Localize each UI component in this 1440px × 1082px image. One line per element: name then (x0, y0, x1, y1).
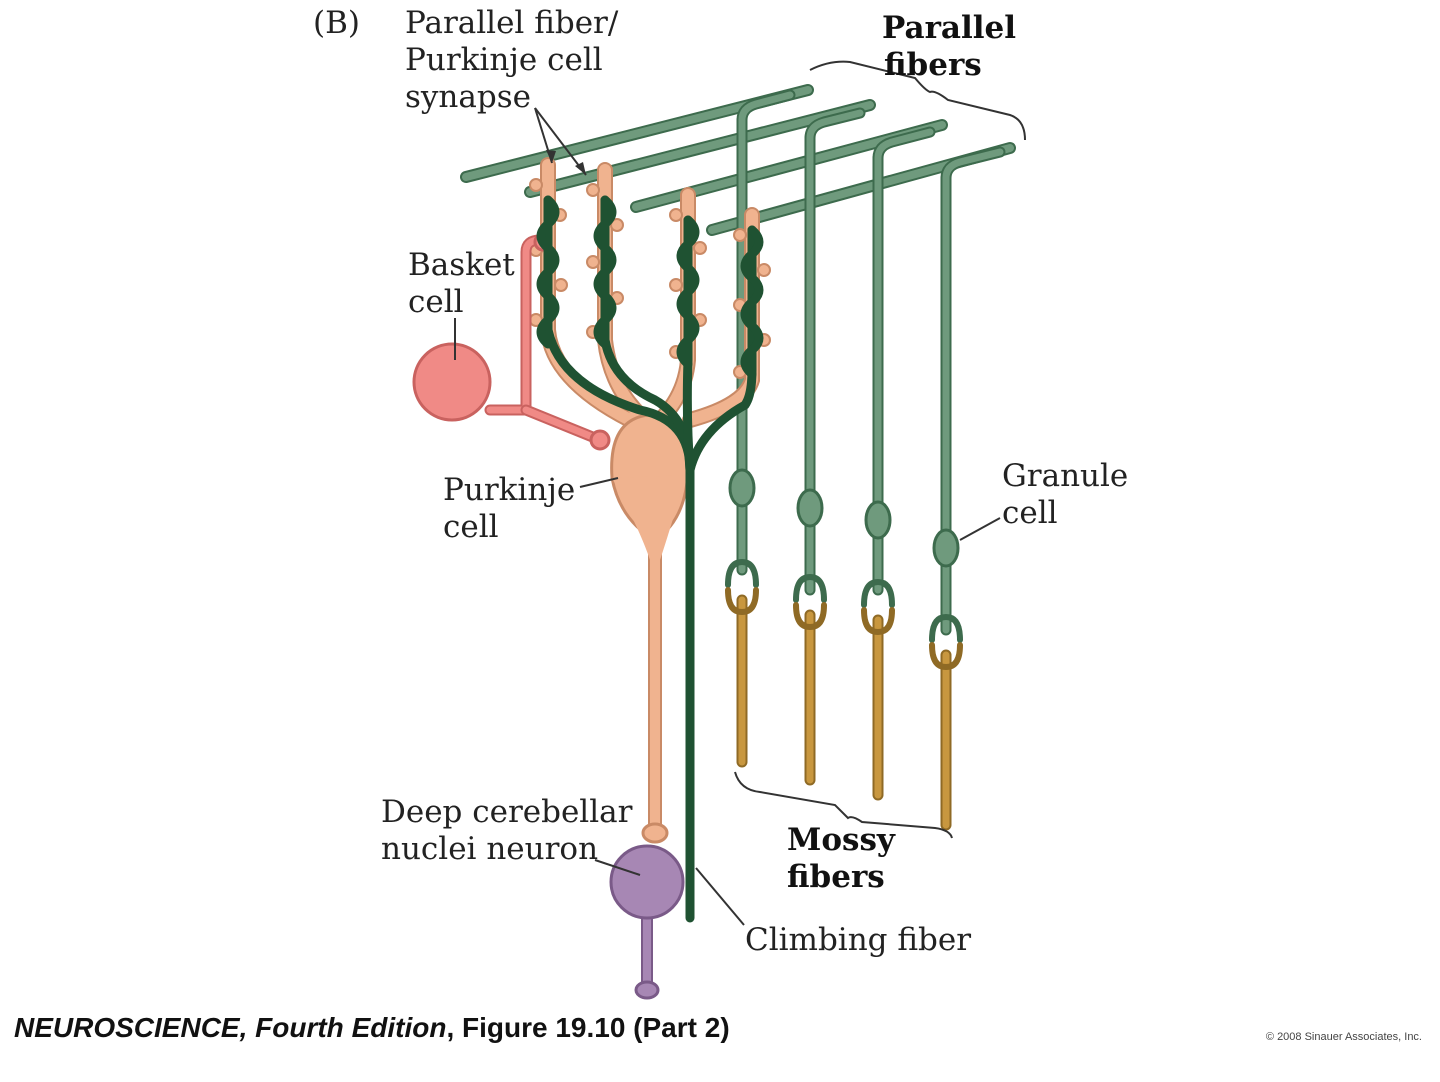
granule-cell-3 (864, 500, 892, 540)
figure-caption: NEUROSCIENCE, Fourth Edition, Figure 19.… (14, 1012, 730, 1044)
labels: (B) Parallel fiber/ Purkinje cell synaps… (313, 5, 1138, 958)
copyright-notice: © 2008 Sinauer Associates, Inc. (1265, 1031, 1422, 1043)
climbing-fiber (536, 195, 764, 923)
mossy-fibers-label: Mossy fibers (787, 822, 906, 895)
purkinje-cell-label: Purkinje cell (443, 472, 585, 545)
basket-cell-label: Basket cell (408, 247, 525, 320)
figure-ref: , Figure 19.10 (Part 2) (446, 1012, 730, 1043)
climbing-fiber-label: Climbing fiber (745, 922, 971, 958)
basket-cell (412, 232, 611, 451)
purkinje-cell (610, 413, 690, 844)
deep-nuclei-label: Deep cerebellar nuclei neuron (381, 794, 642, 867)
granule-claws (725, 558, 963, 643)
granule-cell-label: Granule cell (1002, 458, 1138, 531)
granule-axons (736, 89, 1006, 636)
panel-label: (B) (313, 5, 360, 41)
granule-cell-bodies (728, 468, 960, 568)
granule-cell-2 (796, 488, 824, 528)
edition: , Fourth Edition (239, 1012, 447, 1043)
book-title: NEUROSCIENCE (14, 1012, 240, 1043)
purkinje-spines (529, 178, 771, 379)
leader-lines (454, 60, 1026, 926)
deep-nuclei-neuron (609, 844, 685, 1000)
parallel-fibers-label: Parallel fibers (882, 10, 1027, 83)
basket-cell-body (412, 342, 492, 422)
pf-synapse-label: Parallel fiber/ Purkinje cell synapse (405, 5, 628, 115)
deep-nuclei-body (609, 844, 685, 920)
mossy-rosettes (725, 587, 963, 671)
granule-cell-4 (932, 528, 960, 568)
mossy-fibers (736, 594, 952, 831)
granule-cell-1 (728, 468, 756, 508)
